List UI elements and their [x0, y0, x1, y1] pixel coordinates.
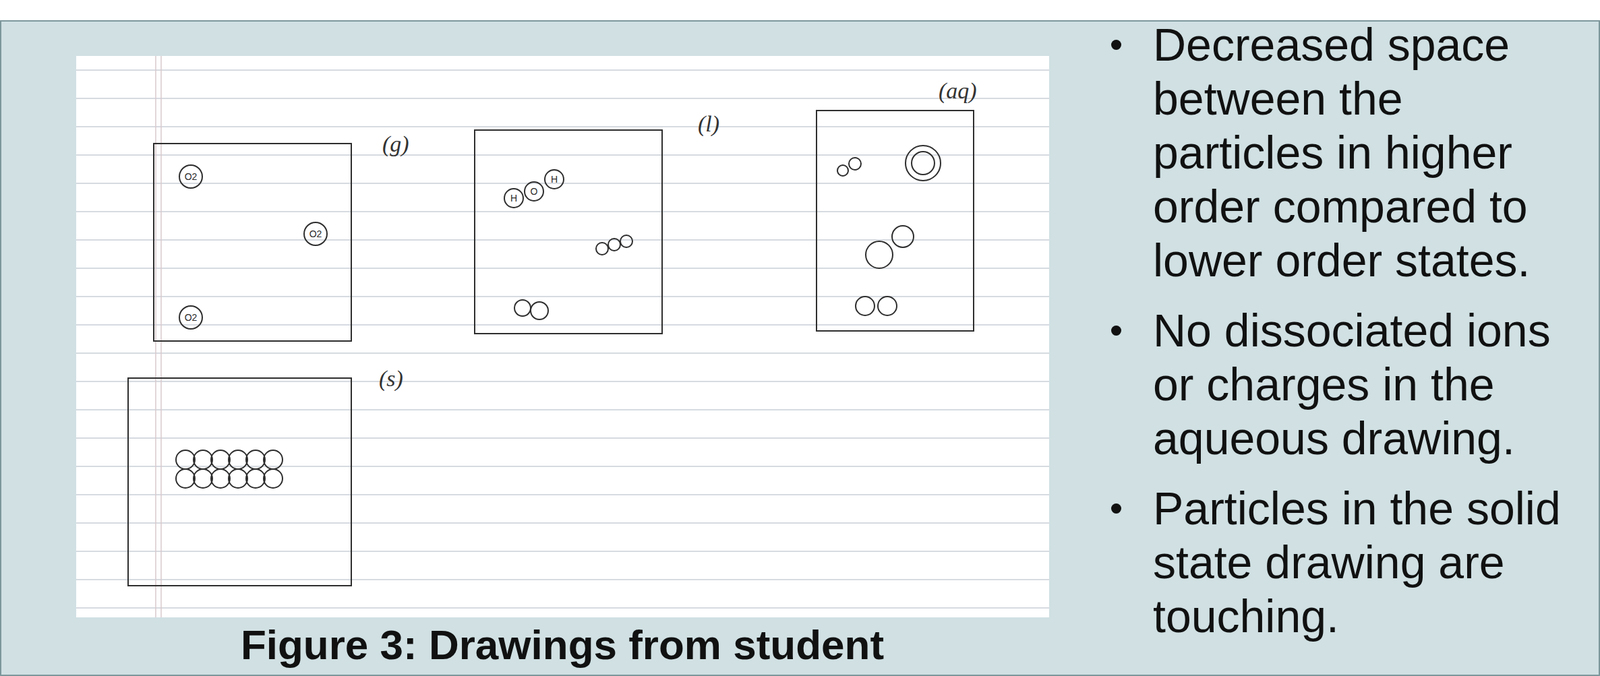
- particles: [175, 145, 941, 489]
- bullet-item: Particles in the solid state drawing are…: [1111, 481, 1584, 644]
- bullet-item: Decreased space between the particles in…: [1111, 17, 1584, 288]
- ruled-lines: [76, 70, 1050, 609]
- state-box: (s): [127, 377, 352, 587]
- particle-label: O2: [184, 171, 198, 182]
- particle: [865, 241, 893, 269]
- figure-caption: Figure 3: Drawings from student: [157, 620, 967, 671]
- molecule-circle: O2: [303, 221, 328, 247]
- particle: [596, 242, 609, 255]
- particle: [263, 450, 283, 470]
- particle-label: O: [530, 186, 539, 197]
- bullet-text: No dissociated ions or charges in the aq…: [1152, 303, 1575, 466]
- molecule-circle: O2: [178, 164, 203, 189]
- particle: [905, 145, 941, 181]
- bullet-text: Particles in the solid state drawing are…: [1152, 481, 1575, 644]
- particle-label: O2: [184, 312, 198, 323]
- particle: [193, 469, 213, 489]
- state-box: (aq): [815, 109, 975, 332]
- notebook-page: [76, 55, 1050, 618]
- particle: [211, 450, 230, 470]
- notes-list: Decreased space between the particles in…: [1111, 17, 1584, 660]
- particle: [246, 469, 265, 489]
- bullet-text: Decreased space between the particles in…: [1152, 17, 1575, 288]
- molecule-circle: H: [544, 169, 565, 190]
- state-box: (g)O2O2O2: [153, 142, 352, 342]
- state-label: (l): [697, 110, 720, 138]
- particle: [246, 450, 265, 470]
- particle: [837, 165, 849, 176]
- particle: [620, 235, 633, 248]
- state-label: (aq): [938, 77, 977, 105]
- molecule-circle: O2: [178, 305, 203, 330]
- molecule-circle: O: [523, 181, 545, 202]
- particle: [892, 225, 914, 248]
- state-box: (l)HOH: [473, 129, 663, 335]
- particle: [228, 469, 248, 489]
- particle: [175, 469, 195, 489]
- particle-label: H: [550, 174, 558, 185]
- particle: [263, 469, 283, 489]
- margin-line: [155, 55, 162, 618]
- state-label: (g): [382, 130, 410, 158]
- particle: [211, 469, 230, 489]
- particle-label: O2: [309, 229, 323, 239]
- particle: [228, 450, 248, 470]
- particle: [193, 450, 213, 470]
- molecule-circle: H: [503, 188, 524, 209]
- particle: [175, 450, 195, 470]
- bullet-dot: [1111, 503, 1122, 514]
- particle: [911, 151, 935, 175]
- particle-label: H: [510, 193, 518, 203]
- state-label: (s): [378, 365, 404, 393]
- bullet-dot: [1111, 325, 1122, 336]
- particle: [855, 296, 875, 316]
- particle: [514, 300, 531, 317]
- particle: [877, 296, 897, 316]
- bullet-dot: [1111, 39, 1122, 50]
- particle: [530, 302, 549, 320]
- bullet-item: No dissociated ions or charges in the aq…: [1111, 303, 1584, 466]
- particle: [608, 238, 621, 251]
- particle: [848, 157, 862, 170]
